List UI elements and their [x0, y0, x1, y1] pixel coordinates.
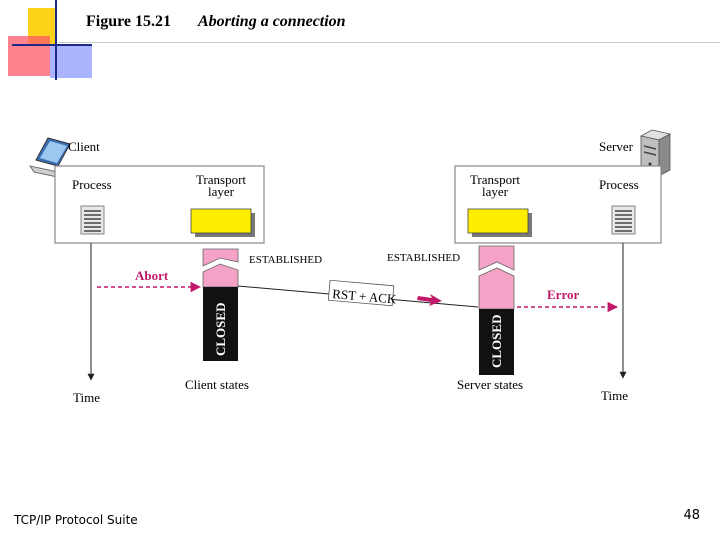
server-established-label: ESTABLISHED [387, 252, 460, 264]
deco-vertical-line [55, 0, 57, 80]
laptop-icon [29, 137, 71, 179]
client-process-label: Process [72, 177, 112, 192]
server-process-label: Process [599, 177, 639, 192]
client-process-doc-icon [80, 205, 105, 235]
title-divider [58, 42, 720, 43]
rst-ack-label: RST + ACK [332, 286, 398, 307]
client-transport-label: Transport [196, 172, 246, 187]
server-transport-label: Transport [470, 172, 520, 187]
server-closed-label: CLOSED [489, 315, 504, 368]
footer-book-title: TCP/IP Protocol Suite [14, 513, 138, 527]
error-event-label: Error [547, 287, 579, 302]
client-states-caption: Client states [185, 377, 249, 392]
client-closed-label: CLOSED [213, 303, 228, 356]
server-time-label: Time [601, 388, 628, 403]
server-process-doc-icon [611, 205, 636, 235]
client-transport-layer-label: layer [208, 184, 235, 199]
page-number: 48 [683, 508, 700, 523]
rst-ack-label-box [327, 279, 395, 307]
server-states-caption: Server states [457, 377, 523, 392]
deco-blue-square [50, 44, 92, 78]
figure-number: Figure 15.21 [86, 13, 172, 30]
server-state-column [478, 245, 515, 375]
abort-event-label: Abort [135, 268, 169, 283]
figure-caption: Aborting a connection [198, 13, 346, 30]
client-transport-block [190, 208, 255, 237]
server-transport-block [467, 208, 532, 237]
rst-ack-arrowhead [417, 294, 442, 306]
server-transport-layer-label: layer [482, 184, 509, 199]
client-established-label: ESTABLISHED [249, 254, 322, 266]
deco-horizontal-line [12, 44, 92, 46]
client-time-label: Time [73, 390, 100, 405]
client-label: Client [68, 139, 100, 154]
server-label: Server [599, 139, 634, 154]
client-state-column [202, 248, 239, 361]
deco-red-square [8, 36, 50, 76]
